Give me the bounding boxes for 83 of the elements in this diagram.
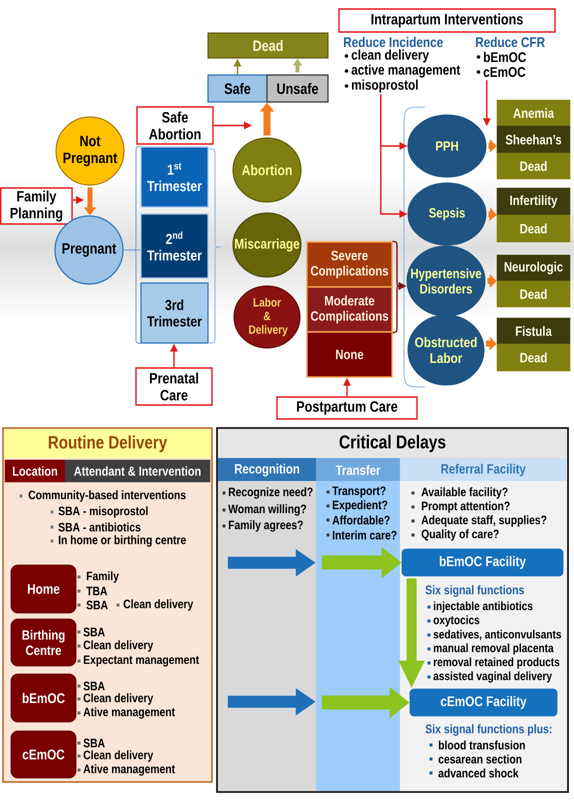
outcome-box: Dead: [496, 280, 570, 308]
location-box: cEmOC: [10, 730, 76, 778]
header-cell: Location: [4, 460, 66, 482]
list-item: Available facility?: [421, 487, 508, 499]
list-item: Affordable?: [332, 516, 390, 525]
outcome-box: Safe: [207, 74, 268, 103]
list-item: Clean delivery: [84, 640, 154, 652]
list-item: misoprostol: [352, 79, 418, 93]
outcome-box: Dead: [208, 32, 328, 58]
list-item: advanced shock: [438, 768, 519, 778]
list-item: Family agrees?: [228, 520, 303, 532]
column-header: Transfer: [316, 458, 400, 481]
list-item: Family: [86, 571, 119, 583]
list-item: Prompt attention?: [422, 501, 510, 513]
list-item: Expedient?: [332, 500, 388, 512]
column-header: Referral Facility: [400, 458, 566, 481]
list-item: Woman willing?: [228, 504, 306, 516]
outcome-box: Sheehan’s: [496, 126, 570, 154]
list-heading: Reduce CFR: [476, 36, 545, 48]
list-item: manual removal placenta: [434, 643, 554, 655]
list-heading: Six signal functions plus:: [426, 724, 552, 736]
title-band: Routine Delivery: [4, 430, 210, 458]
facility-box: bEmOC Facility: [402, 548, 564, 576]
list-item: SBA: [84, 738, 105, 748]
list-item: Expectant management: [84, 655, 200, 667]
list-heading: Reduce Incidence: [344, 36, 443, 48]
list-item: Ative management: [83, 764, 175, 776]
header-cell: Attendant & Intervention: [64, 460, 210, 482]
location-box: bEmOC: [10, 674, 76, 722]
severity-box: Severe Complications: [306, 241, 393, 288]
list-item: Community-based interventions: [28, 490, 186, 502]
outcome-box: Dead: [496, 344, 570, 372]
list-item: oxytocics: [434, 615, 480, 627]
outcome-box: Neurologic: [496, 254, 570, 282]
facility-box: cEmOC Facility: [410, 688, 558, 716]
intervention-box: Safe Abortion: [136, 106, 214, 145]
trimester-box: 3rd Trimester: [140, 282, 209, 344]
list-item: SBA: [84, 682, 105, 690]
list-item: clean delivery: [352, 49, 429, 63]
intervention-box: Postpartum Care: [276, 396, 418, 420]
list-item: Clean delivery: [124, 599, 194, 611]
list-item: cesarean section: [438, 754, 522, 764]
list-item: sedatives, anticonvulsants: [434, 630, 562, 640]
outcome-box: Anemia: [496, 100, 570, 126]
list-item: SBA: [86, 600, 108, 610]
list-item: Clean delivery: [84, 750, 154, 762]
list-item: removal retained products: [434, 657, 560, 669]
intervention-box: Intrapartum Interventions: [338, 8, 556, 33]
severity-box: Moderate Complications: [306, 286, 393, 333]
outcome-box: Unsafe: [266, 74, 329, 103]
title-band: Critical Delays: [218, 429, 567, 458]
trimester-box: 1$^{st}$ Trimester: [140, 146, 209, 208]
outcome-box: Dead: [496, 214, 570, 242]
intervention-box: Family Planning: [0, 187, 73, 225]
list-heading: Six signal functions: [426, 585, 524, 597]
list-item: SBA: [84, 628, 105, 636]
list-item: Transport?: [332, 486, 386, 498]
outcome-box: Dead: [496, 152, 570, 180]
list-item: Ative management: [83, 707, 175, 719]
intervention-box: Prenatal Care: [135, 367, 213, 406]
outcome-box: Infertility: [496, 188, 570, 216]
list-item: Adequate staff, supplies?: [421, 515, 546, 527]
outcome-box: Fistula: [496, 318, 570, 344]
list-item: active management: [352, 64, 460, 78]
location-box: Birthing Centre: [10, 618, 76, 666]
list-item: TBA: [86, 586, 108, 596]
trimester-box: 2$^{nd}$ Trimester: [140, 213, 209, 279]
list-item: bEmOC: [484, 52, 526, 62]
location-box: Home: [10, 564, 76, 614]
list-item: SBA - misoprostol: [58, 506, 148, 518]
column-header: Recognition: [218, 458, 316, 481]
list-item: In home or birthing centre: [58, 535, 186, 547]
list-item: blood transfusion: [438, 740, 525, 750]
list-item: Interim care?: [332, 530, 396, 540]
brace-connector: [123, 250, 141, 344]
list-item: assisted vaginal delivery: [434, 671, 552, 683]
severity-box: None: [306, 331, 393, 378]
list-item: cEmOC: [484, 67, 526, 77]
list-item: Clean delivery: [84, 693, 154, 705]
list-item: injectable antibiotics: [434, 601, 532, 613]
list-item: Recognize need?: [228, 487, 313, 499]
list-item: Quality of care?: [422, 529, 499, 541]
list-item: SBA - antibiotics: [58, 522, 140, 532]
